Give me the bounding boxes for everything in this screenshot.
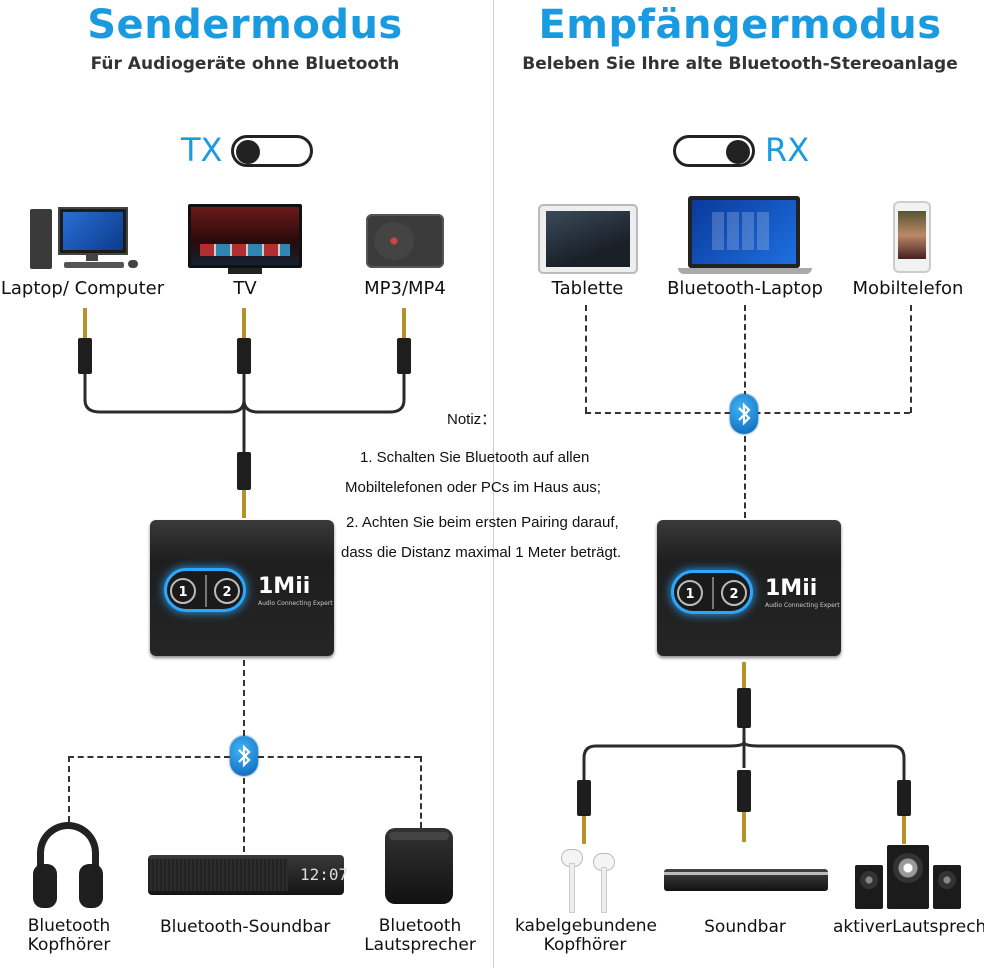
desktop-computer-icon — [30, 205, 140, 270]
headphone-button-1[interactable]: 1 — [677, 580, 703, 606]
bt-link-line — [910, 305, 912, 413]
aux-splitter-cable-rx — [577, 662, 911, 844]
soundbar-icon: 12:07 — [148, 855, 348, 895]
toggle-knob — [726, 140, 750, 164]
output-label-soundbar: Soundbar — [704, 917, 786, 937]
brand-tagline: Audio Connecting Expert — [258, 600, 333, 607]
source-label-mobile-phone: Mobiltelefon — [852, 278, 964, 299]
bt-link-line — [744, 436, 746, 518]
tv-icon — [188, 204, 302, 276]
bt-link-line — [68, 756, 70, 822]
bt-link-line — [420, 756, 422, 828]
soundbar-display: 12:07 — [300, 865, 349, 884]
sender-mode-title: Sendermodus — [87, 2, 403, 48]
note-line-2: Mobiltelefonen oder PCs im Haus aus; — [345, 479, 601, 496]
bt-link-line — [258, 756, 420, 758]
rx-mode-label: RX — [765, 131, 810, 169]
source-label-tv: TV — [233, 278, 257, 299]
note-line-4: dass die Distanz maximal 1 Meter beträgt… — [341, 544, 622, 561]
laptop-icon — [678, 196, 812, 276]
mp3-player-icon — [366, 214, 444, 270]
headphones-icon — [33, 822, 105, 912]
tablet-icon — [538, 204, 638, 274]
brand-tagline: Audio Connecting Expert — [765, 602, 840, 609]
bluetooth-receiver-rx: 1 2 1Mii Audio Connecting Expert — [657, 520, 843, 658]
tx-toggle[interactable] — [231, 135, 313, 167]
source-label-tablet: Tablette — [551, 278, 624, 299]
sender-mode-subtitle: Für Audiogeräte ohne Bluetooth — [90, 54, 400, 74]
aux-splitter-cable-tx — [78, 308, 411, 518]
headphone-button-2[interactable]: 2 — [721, 580, 747, 606]
brand-logo: 1Mii — [765, 576, 818, 601]
speaker-icon — [855, 845, 965, 911]
bt-link-line — [243, 660, 245, 736]
source-label-mp3-mp4: MP3/MP4 — [364, 278, 446, 299]
receiver-mode-title: Empfängermodus — [538, 2, 942, 48]
receiver-mode-subtitle: Beleben Sie Ihre alte Bluetooth-Stereoan… — [522, 54, 958, 74]
note-heading: Notiz： — [447, 411, 497, 428]
note-line-1: 1. Schalten Sie Bluetooth auf allen — [360, 449, 590, 466]
earphones-icon — [553, 845, 623, 915]
bt-link-line — [744, 305, 746, 397]
bluetooth-icon — [230, 736, 258, 776]
brand-logo: 1Mii — [258, 574, 311, 599]
bt-link-line — [243, 778, 245, 852]
speaker-icon — [385, 828, 455, 906]
center-divider — [493, 0, 494, 968]
headphone-button-2[interactable]: 2 — [214, 578, 240, 604]
note-line-3: 2. Achten Sie beim ersten Pairing darauf… — [346, 514, 619, 531]
output-label-bt-soundbar: Bluetooth-Soundbar — [160, 917, 331, 937]
source-label-laptop-computer: Laptop/ Computer — [0, 278, 165, 299]
toggle-knob — [236, 140, 260, 164]
soundbar-icon — [664, 869, 828, 893]
bluetooth-transmitter-tx: 1 2 1Mii Audio Connecting Expert — [150, 520, 336, 658]
phone-icon — [893, 201, 931, 273]
headphone-button-1[interactable]: 1 — [170, 578, 196, 604]
source-label-bluetooth-laptop: Bluetooth-Laptop — [667, 278, 823, 299]
bt-link-line — [585, 305, 587, 413]
output-label-active-speakers: aktiverLautsprecher — [833, 917, 984, 937]
tx-mode-label: TX — [181, 131, 223, 169]
rx-toggle[interactable] — [673, 135, 755, 167]
bt-link-line — [68, 756, 230, 758]
bluetooth-icon — [730, 394, 758, 434]
